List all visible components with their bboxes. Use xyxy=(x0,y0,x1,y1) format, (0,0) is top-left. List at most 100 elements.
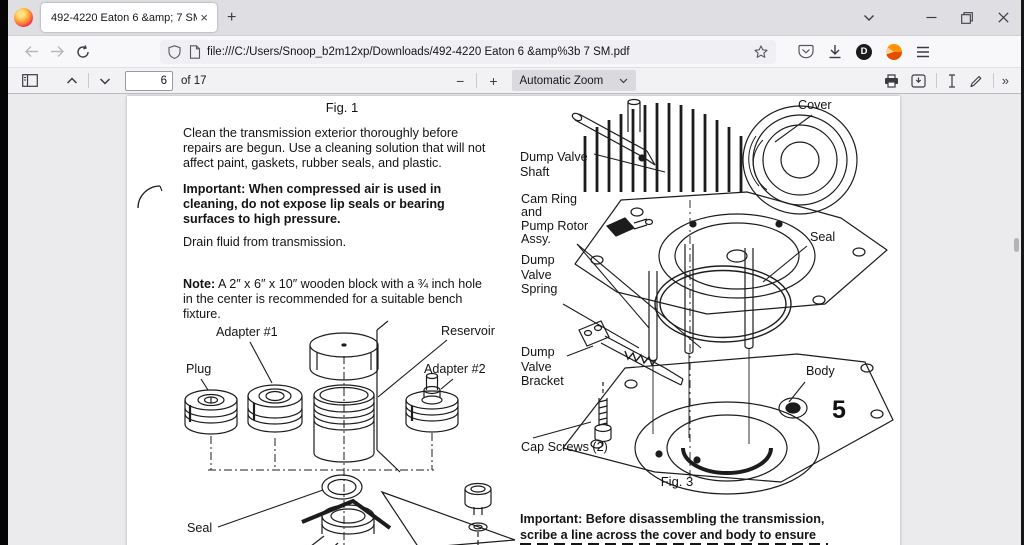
page-number-5: 5 xyxy=(832,396,846,424)
close-icon xyxy=(997,12,1009,23)
zoom-level-select[interactable]: Automatic Zoom xyxy=(511,70,637,91)
fig3-caption: Fig. 3 xyxy=(660,474,694,489)
paragraph-drain: Drain fluid from transmission. xyxy=(183,235,347,249)
shield-icon xyxy=(168,44,181,59)
pdf-content-area[interactable]: Fig. 1 Clean the transmission exterior t… xyxy=(8,94,1021,545)
label-dump-valve-spring: Dump Valve Spring xyxy=(521,253,558,296)
zoom-level-value: Automatic Zoom xyxy=(519,74,604,87)
cap-screw-part xyxy=(594,382,612,443)
stud-pins xyxy=(648,244,754,444)
housing-triangle-outline xyxy=(380,490,516,545)
paragraph-important-1: Important: When compressed air is used i… xyxy=(183,182,445,226)
seal-oring-part xyxy=(654,265,792,343)
fig3-diagram xyxy=(532,98,894,495)
save-button[interactable] xyxy=(905,73,932,88)
label-dump-valve-shaft: Dump Valve Shaft xyxy=(520,150,588,179)
paragraph-note: Note: A 2″ x 6″ x 10″ wooden block with … xyxy=(183,262,523,337)
pdf-viewer-toolbar: of 17 − + Automatic Zoom » xyxy=(8,68,1021,94)
tab-title: 492-4220 Eaton 6 &amp; 7 SM.pdf xyxy=(51,11,197,24)
downloads-icon[interactable] xyxy=(828,44,842,59)
minimize-button[interactable] xyxy=(913,5,949,31)
adapter1-part xyxy=(247,384,303,433)
adapter2-part xyxy=(405,372,459,433)
cover-flange-part xyxy=(574,191,888,315)
menu-hamburger-icon[interactable] xyxy=(916,46,930,58)
dump-valve-spring-part xyxy=(624,350,657,367)
pocket-icon[interactable] xyxy=(798,44,814,59)
leader-lines xyxy=(532,114,813,439)
back-arrow-icon xyxy=(24,46,38,57)
label-adapter1: Adapter #1 xyxy=(216,325,278,339)
draw-tool-button[interactable] xyxy=(963,74,989,88)
label-cap-screws: Cap Screws (2) xyxy=(521,440,608,454)
minimize-icon xyxy=(926,16,936,19)
paragraph-important-2: Important: Before disassembling the tran… xyxy=(520,512,825,542)
paragraph-clean: Clean the transmission exterior thorough… xyxy=(183,126,486,170)
restore-icon xyxy=(961,11,973,24)
close-window-button[interactable] xyxy=(985,5,1021,31)
back-button[interactable] xyxy=(18,45,44,58)
zoom-in-button[interactable]: + xyxy=(489,72,498,89)
toggle-sidebar-button[interactable] xyxy=(16,74,44,87)
pencil-icon xyxy=(970,75,982,87)
more-tools-button[interactable]: » xyxy=(1001,73,1010,88)
page-curl-artifact xyxy=(137,185,163,209)
plug-part xyxy=(184,389,238,435)
note-prefix: Note: xyxy=(183,277,216,291)
restore-button[interactable] xyxy=(949,5,985,31)
clipped-text-line xyxy=(520,543,828,545)
sidebar-icon xyxy=(22,74,38,87)
tab-close-icon[interactable]: × xyxy=(200,10,208,25)
fig2-diagram xyxy=(184,320,516,545)
page-count-label: of 17 xyxy=(181,74,207,87)
extension-orange-icon[interactable] xyxy=(886,43,902,60)
browser-chrome: 492-4220 Eaton 6 &amp; 7 SM.pdf × + xyxy=(8,0,1021,545)
zoom-out-button[interactable]: − xyxy=(456,72,465,89)
new-tab-button[interactable]: + xyxy=(227,8,237,26)
label-seal-left: Seal xyxy=(187,521,213,535)
pdf-page: Fig. 1 Clean the transmission exterior t… xyxy=(127,96,900,545)
reload-button[interactable] xyxy=(70,44,96,59)
fig1-caption: Fig. 1 xyxy=(325,100,359,115)
print-button[interactable] xyxy=(878,73,905,88)
body-part xyxy=(562,353,894,495)
label-dump-valve-bracket: Dump Valve Bracket xyxy=(521,345,564,388)
label-body: Body xyxy=(806,364,835,378)
label-adapter2: Adapter #2 xyxy=(424,362,486,376)
dump-valve-bracket-part xyxy=(578,320,684,386)
finned-cover-part xyxy=(583,103,743,192)
chevron-down-icon xyxy=(619,78,628,83)
text-cursor-icon xyxy=(948,73,955,88)
extension-d-icon[interactable]: D xyxy=(856,43,872,60)
tab-pdf-document[interactable]: 492-4220 Eaton 6 &amp; 7 SM.pdf × xyxy=(41,3,217,32)
chevron-up-icon xyxy=(66,76,78,84)
center-stud-part xyxy=(627,98,641,132)
next-page-button[interactable] xyxy=(93,77,117,85)
note-rest: in the center is recommended for a suita… xyxy=(183,292,463,321)
label-seal-right: Seal xyxy=(810,230,836,244)
page-info-icon[interactable] xyxy=(189,44,201,59)
url-bar[interactable]: file:///C:/Users/Snoop_b2m12xp/Downloads… xyxy=(160,39,776,64)
label-plug: Plug xyxy=(186,362,212,376)
text-selection-tool-button[interactable] xyxy=(941,73,963,88)
note-line1: A 2″ x 6″ x 10″ wooden block with a ¾ in… xyxy=(215,277,482,291)
tab-bar: 492-4220 Eaton 6 &amp; 7 SM.pdf × + xyxy=(8,0,1021,36)
page-number-input[interactable] xyxy=(125,70,173,91)
previous-page-button[interactable] xyxy=(60,76,84,85)
centerlines xyxy=(208,356,434,545)
bookmark-star-icon[interactable] xyxy=(754,44,768,59)
url-text[interactable]: file:///C:/Users/Snoop_b2m12xp/Downloads… xyxy=(207,45,630,58)
shaft-stub-part xyxy=(606,217,654,237)
threaded-boss-part xyxy=(301,498,392,545)
cover-part xyxy=(742,105,858,215)
vertical-scrollbar-thumb[interactable] xyxy=(1014,238,1019,252)
list-tabs-button[interactable] xyxy=(851,5,887,31)
save-icon xyxy=(911,73,926,88)
forward-button[interactable] xyxy=(44,45,70,58)
forward-arrow-icon xyxy=(50,46,64,57)
firefox-icon[interactable] xyxy=(14,8,33,27)
toolbar-extensions-area: D xyxy=(798,43,930,60)
label-cam-ring: Cam Ring and Pump Rotor Assy. xyxy=(521,192,589,247)
chevron-down-icon xyxy=(864,14,874,21)
screen-right-edge xyxy=(1021,0,1024,545)
